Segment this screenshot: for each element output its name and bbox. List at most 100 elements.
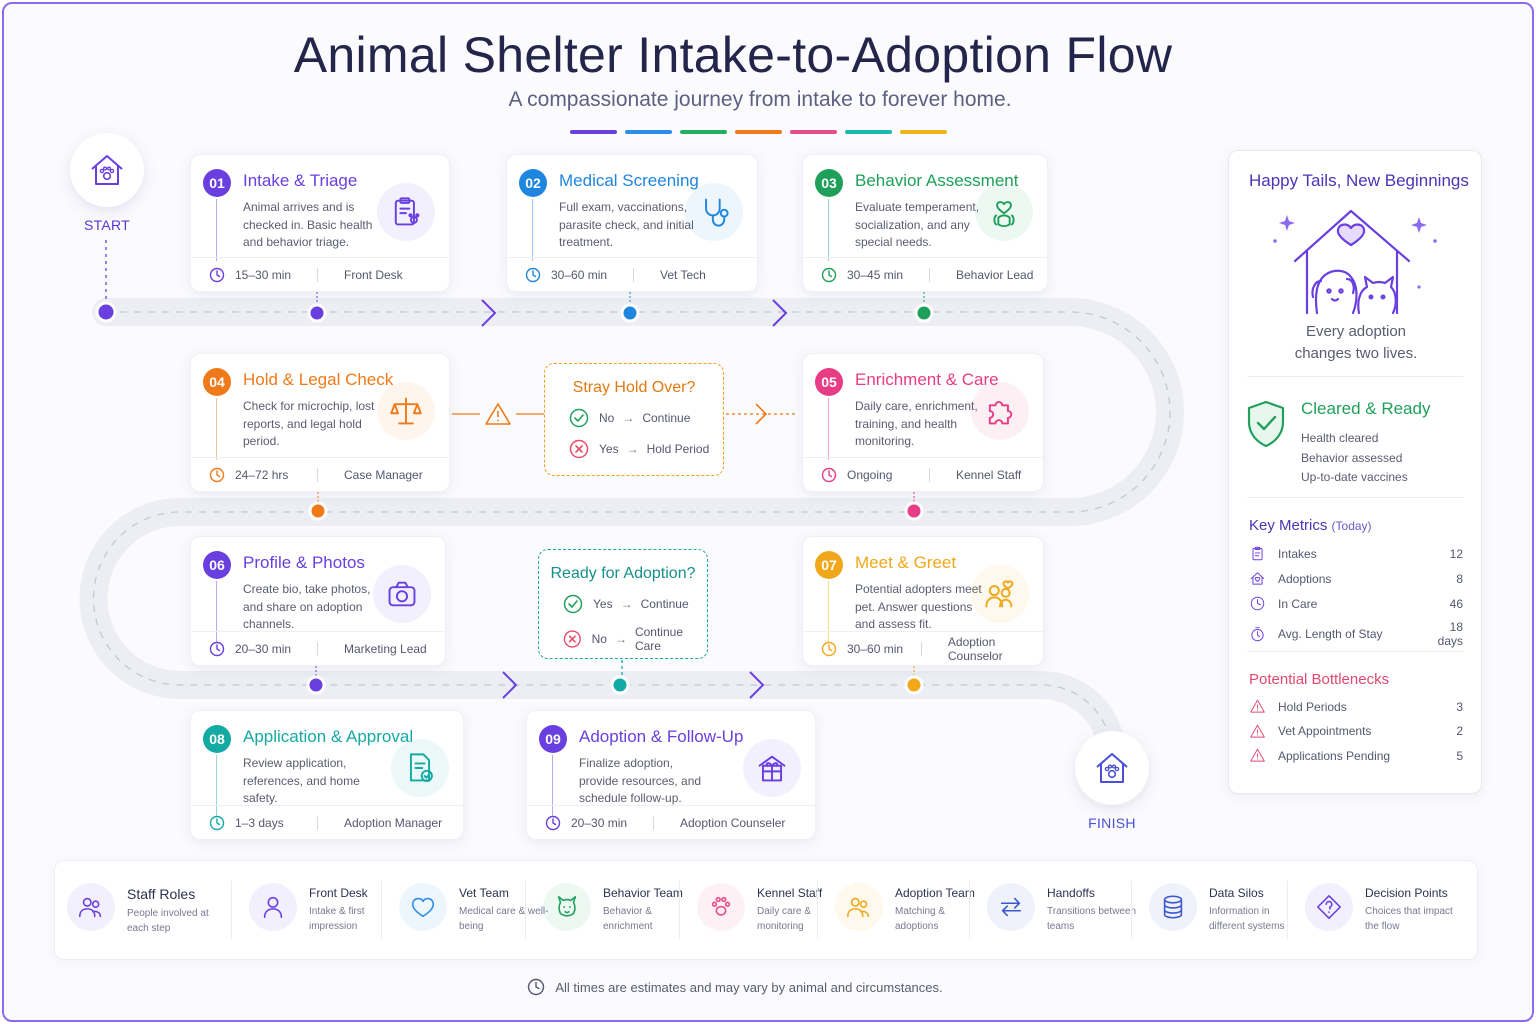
camera-icon [373, 565, 431, 623]
step-card-01[interactable]: 01 Intake & Triage Animal arrives and is… [190, 154, 450, 292]
finish-marker: FINISH [1075, 731, 1149, 831]
step-duration: 20–30 min [571, 815, 628, 830]
rainbow-segment [570, 130, 617, 134]
rainbow-segment [735, 130, 782, 134]
decision-option[interactable]: No → Continue Care [563, 625, 707, 653]
step-description: Potential adopters meet pet. Answer ques… [855, 582, 982, 631]
step-title: Meet & Greet [855, 553, 957, 572]
legend-item-kennel-staff: Kennel Staff Daily care & monitoring [697, 883, 847, 934]
clock-icon [821, 641, 837, 657]
step-description: Review application, references, and home… [243, 756, 360, 805]
legend-title: Staff Roles [127, 886, 196, 902]
row-label: Intakes [1278, 546, 1317, 561]
database-icon [1149, 883, 1197, 931]
divider [317, 641, 318, 656]
legend-title: Adoption Team [895, 886, 975, 900]
decision-answer: Yes [599, 442, 619, 456]
decision-option[interactable]: Yes → Continue [563, 594, 707, 614]
clock-icon [821, 267, 837, 283]
clock-icon [525, 267, 541, 283]
clock-icon [209, 467, 225, 483]
step-card-09[interactable]: 09 Adoption & Follow-Up Finalize adoptio… [526, 710, 816, 840]
clock-icon [545, 815, 561, 831]
divider [317, 467, 318, 482]
legend-item-adoption-team: Adoption Team Matching & adoptions [835, 883, 985, 934]
decision-node [610, 675, 630, 695]
metric-row: Avg. Length of Stay 18 days [1249, 620, 1463, 648]
step-connector [828, 199, 829, 261]
sidebar-tagline: Every adoption changes two lives. [1229, 321, 1483, 365]
footnote-text: All times are estimates and may vary by … [555, 979, 943, 995]
step-duration: 1–3 days [235, 815, 284, 830]
row-label: Vet Appointments [1278, 724, 1372, 738]
step-number-badge: 06 [203, 551, 231, 579]
step-duration: 30–60 min [847, 641, 904, 656]
divider [1131, 881, 1132, 939]
step-footer: 30–45 min Behavior Lead [803, 257, 1047, 291]
step-node-02 [620, 303, 640, 323]
legend-title: Vet Team [459, 886, 509, 900]
decision-option[interactable]: Yes → Hold Period [569, 439, 723, 459]
divider [317, 267, 318, 282]
ready-item: Up-to-date vaccines [1301, 470, 1408, 484]
decision-option[interactable]: No → Continue [569, 408, 723, 428]
diamond-question-icon [1305, 883, 1353, 931]
row-label: Hold Periods [1278, 699, 1347, 714]
cross-circle-icon [569, 439, 589, 459]
decision-title: Ready for Adoption? [550, 565, 696, 582]
decision-answer: Yes [593, 597, 613, 611]
row-label: Applications Pending [1278, 748, 1391, 763]
step-node-07 [904, 675, 924, 695]
step-card-03[interactable]: 03 Behavior Assessment Evaluate temperam… [802, 154, 1048, 292]
step-role: Marketing Lead [344, 641, 427, 656]
step-description: Daily care, enrichment, training, and he… [855, 399, 978, 448]
divider [1247, 497, 1463, 498]
step-title: Adoption & Follow-Up [579, 727, 744, 746]
step-duration: 20–30 min [235, 641, 292, 656]
warning-icon [1249, 747, 1266, 764]
step-card-08[interactable]: 08 Application & Approval Review applica… [190, 710, 464, 840]
clock-icon [209, 641, 225, 657]
step-connector [216, 398, 217, 460]
tagline-line-2: changes two lives. [1294, 345, 1418, 362]
legend-item-decision-points: Decision Points Choices that impact the … [1305, 883, 1455, 934]
step-title: Medical Screening [559, 171, 699, 190]
step-number-badge: 04 [203, 368, 231, 396]
warning-icon [485, 403, 511, 425]
divider [231, 881, 232, 939]
step-card-06[interactable]: 06 Profile & Photos Create bio, take pho… [190, 536, 446, 666]
step-footer: 15–30 min Front Desk [191, 257, 449, 291]
step-title: Intake & Triage [243, 171, 358, 190]
step-footer: Ongoing Kennel Staff [803, 457, 1043, 491]
divider [653, 815, 654, 830]
step-role: Front Desk [344, 267, 403, 282]
row-value: 46 [1449, 596, 1463, 611]
step-title: Enrichment & Care [855, 370, 999, 389]
warning-icon [1249, 723, 1266, 740]
step-description: Evaluate temperament, socialization, and… [855, 200, 980, 249]
decision-ready-for-adoption[interactable]: Ready for Adoption? Yes → Continue No → … [538, 549, 708, 659]
legend-desc: Information in different systems [1209, 906, 1285, 932]
decision-stray-hold[interactable]: Stray Hold Over? No → Continue Yes → Hol… [544, 363, 724, 476]
legend-item-front-desk: Front Desk Intake & first impression [249, 883, 399, 934]
happy-home-illustration-icon [1273, 209, 1437, 315]
shield-check-icon [1247, 400, 1285, 448]
legend-title: Decision Points [1365, 886, 1448, 900]
row-label: Avg. Length of Stay [1278, 627, 1383, 641]
step-title: Application & Approval [243, 727, 414, 746]
step-card-02[interactable]: 02 Medical Screening Full exam, vaccinat… [506, 154, 758, 292]
metric-row: In Care 46 [1249, 595, 1463, 612]
step-card-05[interactable]: 05 Enrichment & Care Daily care, enrichm… [802, 353, 1044, 492]
decision-answer: No [599, 411, 615, 425]
step-card-04[interactable]: 04 Hold & Legal Check Check for microchi… [190, 353, 450, 492]
divider [1287, 881, 1288, 939]
scales-icon [377, 382, 435, 440]
row-label: Adoptions [1278, 571, 1332, 586]
house-paw-icon [1075, 731, 1149, 805]
tagline-line-1: Every adoption [1305, 323, 1407, 340]
people-heart-icon [971, 565, 1029, 623]
step-connector [216, 755, 217, 817]
row-value: 3 [1456, 699, 1463, 714]
step-card-07[interactable]: 07 Meet & Greet Potential adopters meet … [802, 536, 1044, 666]
